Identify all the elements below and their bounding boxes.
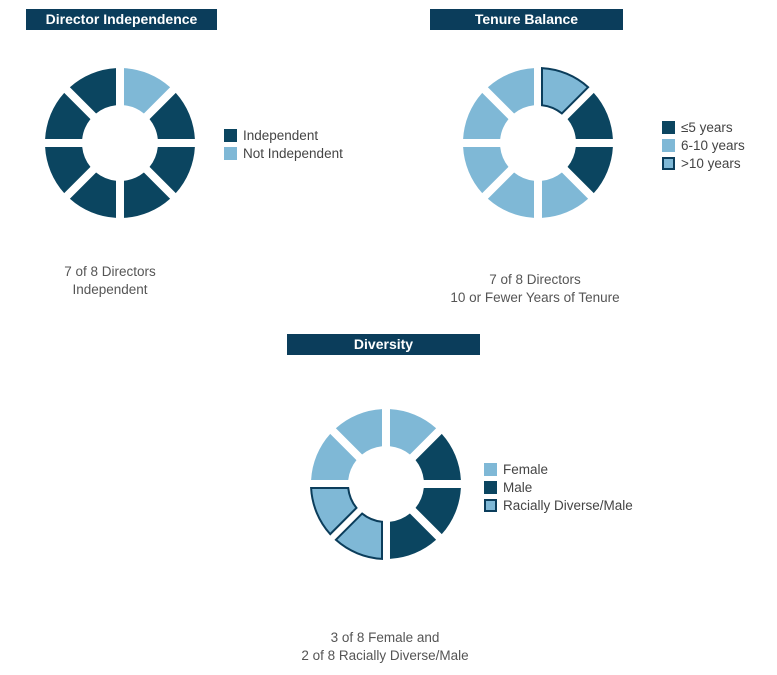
donut-segment-le-5-years: [567, 146, 613, 194]
donut-segment-independent: [45, 92, 91, 140]
caption-line: 7 of 8 Directors: [489, 272, 581, 287]
tenure-balance-legend: ≤5 years 6-10 years >10 years: [662, 118, 745, 172]
donut-segment-independent: [45, 146, 91, 194]
legend-label: 6-10 years: [681, 137, 745, 153]
donut-segment-gt-10-years: [540, 67, 590, 115]
legend-item-independent: Independent: [224, 126, 343, 144]
caption-line: 2 of 8 Racially Diverse/Male: [301, 648, 469, 663]
donut-segment-independent: [69, 172, 117, 218]
legend-swatch: [662, 120, 675, 134]
donut-segment-independent: [123, 172, 171, 218]
legend-item-female: Female: [484, 460, 633, 478]
legend-swatch: [224, 146, 237, 160]
director-independence-header: Director Independence: [26, 9, 217, 30]
legend-label: ≤5 years: [681, 119, 733, 135]
donut-segment-female: [311, 433, 357, 481]
donut-segment-6-10-years: [463, 92, 509, 140]
legend-item-not-independent: Not Independent: [224, 144, 343, 162]
tenure-balance-caption: 7 of 8 Directors 10 or Fewer Years of Te…: [430, 271, 640, 307]
legend-label: Not Independent: [243, 145, 343, 161]
director-independence-legend: Independent Not Independent: [224, 126, 343, 162]
legend-swatch: [662, 138, 675, 152]
donut-segment-independent: [149, 146, 195, 194]
donut-segment-female: [389, 409, 437, 455]
donut-segment-le-5-years: [567, 92, 613, 140]
donut-segment-racially-diverse-male: [310, 486, 358, 536]
caption-line: 10 or Fewer Years of Tenure: [450, 290, 620, 305]
legend-label: Racially Diverse/Male: [503, 497, 633, 513]
caption-line: 7 of 8 Directors: [64, 264, 156, 279]
legend-label: Independent: [243, 127, 319, 143]
donut-segment-male: [415, 433, 461, 481]
legend-item-5-years-or-less: ≤5 years: [662, 118, 745, 136]
donut-segment-6-10-years: [541, 172, 589, 218]
caption-line: 3 of 8 Female and: [330, 630, 440, 645]
legend-label: Female: [503, 461, 549, 477]
legend-swatch: [224, 128, 237, 142]
legend-item-male: Male: [484, 478, 633, 496]
legend-swatch: [484, 480, 497, 494]
caption-line: Independent: [72, 282, 148, 297]
diversity-legend: Female Male Racially Diverse/Male: [484, 460, 633, 514]
donut-segment-racially-diverse-male: [334, 512, 384, 560]
legend-swatch: [484, 462, 497, 476]
diversity-caption: 3 of 8 Female and 2 of 8 Racially Divers…: [270, 629, 500, 665]
legend-swatch: [484, 498, 497, 512]
diversity-header: Diversity: [287, 334, 480, 355]
donut-segment-female: [335, 409, 383, 455]
legend-item-6-10-years: 6-10 years: [662, 136, 745, 154]
legend-label: >10 years: [681, 155, 741, 171]
tenure-balance-header: Tenure Balance: [430, 9, 623, 30]
donut-segment-not-independent: [123, 68, 171, 114]
donut-segment-6-10-years: [463, 146, 509, 194]
legend-label: Male: [503, 479, 533, 495]
donut-segment-male: [389, 513, 437, 559]
donut-segment-independent: [149, 92, 195, 140]
donut-segment-6-10-years: [487, 68, 535, 114]
legend-item-over-10-years: >10 years: [662, 154, 745, 172]
donut-segment-independent: [69, 68, 117, 114]
donut-segment-6-10-years: [487, 172, 535, 218]
legend-item-racially-diverse-male: Racially Diverse/Male: [484, 496, 633, 514]
legend-swatch: [662, 156, 675, 170]
director-independence-caption: 7 of 8 Directors Independent: [20, 263, 200, 299]
donut-segment-male: [415, 487, 461, 535]
